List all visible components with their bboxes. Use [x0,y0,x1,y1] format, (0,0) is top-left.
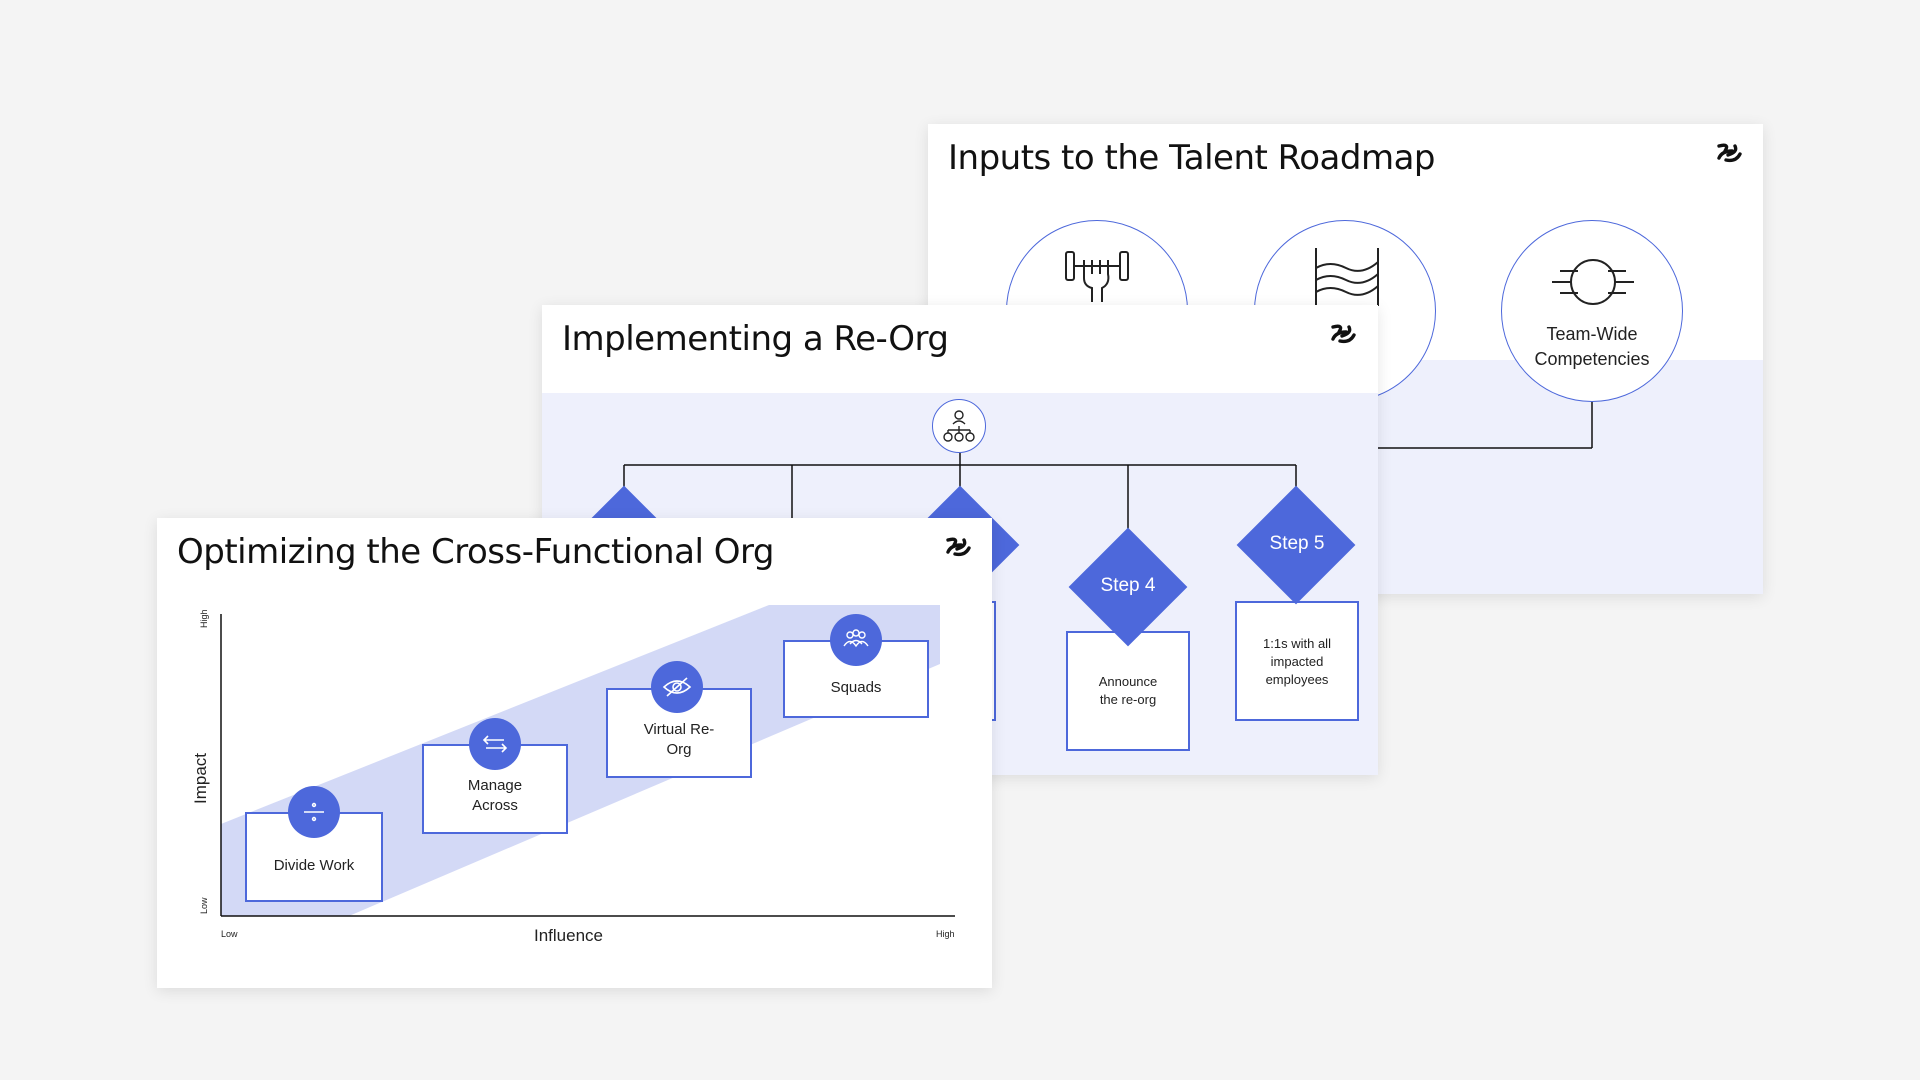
step-5-desc: 1:1s with all impacted employees [1263,636,1331,687]
x-axis-label: Influence [534,926,603,945]
y-axis-label: Impact [191,752,210,804]
company-logo [945,536,973,563]
stage-virtual-reorg [606,688,752,778]
y-axis-low: Low [199,897,209,914]
company-logo [1716,142,1744,169]
divide-icon [288,786,340,838]
step-5-label: Step 5 [1269,533,1325,554]
slide-title: Implementing a Re-Org [562,319,949,359]
slide-title: Optimizing the Cross-Functional Org [177,532,774,572]
group-icon [830,614,882,666]
slide-cross-functional[interactable]: Optimizing the Cross-Functional Org High… [157,518,992,988]
step-4-label: Step 4 [1100,575,1156,596]
company-logo [1330,323,1358,350]
stage-label: Virtual Re- Org [643,721,715,758]
stage-label: Squads [830,679,882,696]
eye-slash-icon [651,661,703,713]
stage-label: Manage Across [467,777,523,814]
x-axis-high: High [936,929,955,939]
flag-wave-icon [1314,248,1382,311]
dumbbell-hand-icon [1064,248,1130,309]
org-chart-icon [932,399,986,453]
y-axis-high: High [199,609,209,628]
x-axis-low: Low [221,929,238,939]
step-4-desc: Announce the re-org [1098,674,1158,707]
arrows-exchange-icon [469,718,521,770]
step-5-box [1235,601,1359,721]
slide-title: Inputs to the Talent Roadmap [948,138,1436,178]
progression-chart [220,605,955,917]
person-circle-icon [1552,257,1634,312]
input-circle-3 [1501,220,1683,402]
stage-label: Divide Work [273,857,355,874]
